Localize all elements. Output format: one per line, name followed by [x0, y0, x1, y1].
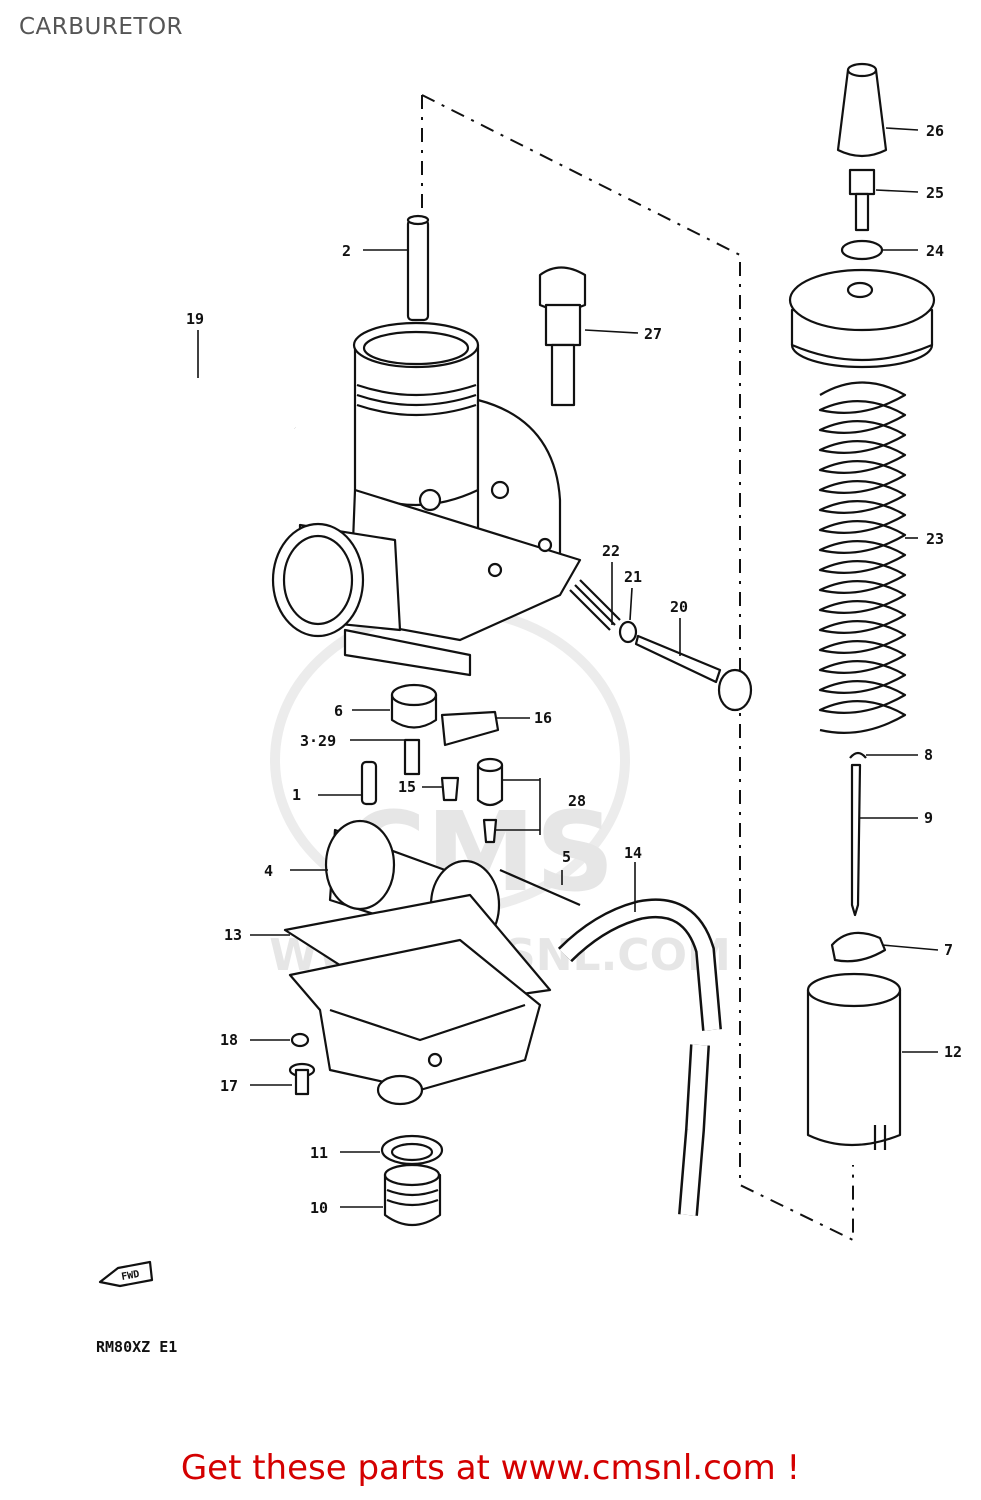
part-gasket-11	[380, 1134, 444, 1166]
callout-22: 22	[602, 542, 620, 560]
callout-14: 14	[624, 844, 642, 862]
part-screw-15	[440, 776, 460, 802]
model-code: RM80XZ E1	[96, 1338, 177, 1356]
part-washer-18	[290, 1032, 310, 1048]
promo-banner[interactable]: Get these parts at www.cmsnl.com !	[180, 1448, 801, 1488]
part-plug-10	[383, 1163, 442, 1227]
fwd-arrow-icon: FWD	[98, 1260, 154, 1288]
callout-7: 7	[944, 941, 953, 959]
part-pin-5	[499, 868, 581, 907]
part-float-valve-28	[476, 757, 504, 844]
callout-1: 1	[292, 786, 301, 804]
callout-23: 23	[926, 530, 944, 548]
part-mixing-chamber-top	[788, 268, 936, 369]
callout-5: 5	[562, 848, 571, 866]
callout-11: 11	[310, 1144, 328, 1162]
part-jet-1	[360, 760, 378, 806]
part-starter-plunger-27	[538, 266, 587, 407]
part-adjuster-25	[848, 168, 876, 232]
part-carburetor-body	[271, 321, 582, 677]
leader-lines	[197, 127, 939, 1208]
part-screw-17	[288, 1062, 316, 1096]
callout-16: 16	[534, 709, 552, 727]
callout-27: 27	[644, 325, 662, 343]
callout-17: 17	[220, 1077, 238, 1095]
part-spring-23	[818, 381, 907, 734]
callout-20: 20	[670, 598, 688, 616]
part-needle-9	[850, 763, 862, 917]
fwd-label: FWD	[121, 1269, 141, 1283]
part-plate-16	[440, 710, 500, 747]
callout-3-29: 3·29	[300, 732, 336, 750]
part-o-ring-21	[618, 620, 638, 644]
callout-4: 4	[264, 862, 273, 880]
callout-26: 26	[926, 122, 944, 140]
part-spring-22	[569, 579, 621, 631]
callout-13: 13	[224, 926, 242, 944]
part-clip-8	[849, 751, 867, 759]
callout-19: 19	[186, 310, 204, 328]
part-jet-3-29	[403, 738, 421, 776]
callout-28: 28	[568, 792, 586, 810]
callout-24: 24	[926, 242, 944, 260]
part-air-screw-20	[634, 634, 753, 712]
part-throttle-valve-12	[806, 972, 902, 1150]
part-cap-26	[836, 62, 888, 158]
part-cable-adjuster-2	[406, 214, 430, 322]
callout-9: 9	[924, 809, 933, 827]
part-needle-jet-6	[390, 683, 438, 729]
callout-18: 18	[220, 1031, 238, 1049]
part-nut-24	[840, 239, 884, 261]
page-title: CARBURETOR	[19, 14, 184, 40]
assembly-line-diagonal	[421, 94, 854, 1242]
part-plate-7	[830, 931, 887, 963]
callout-12: 12	[944, 1043, 962, 1061]
callout-8: 8	[924, 746, 933, 764]
callout-10: 10	[310, 1199, 328, 1217]
callout-labels: 26 25 24 2 27 19 23 22 21 20 6 16 3·29 8…	[186, 122, 962, 1217]
callout-21: 21	[624, 568, 642, 586]
callout-2: 2	[342, 242, 351, 260]
callout-6: 6	[334, 702, 343, 720]
callout-15: 15	[398, 778, 416, 796]
callout-25: 25	[926, 184, 944, 202]
part-float-bowl	[288, 938, 542, 1106]
